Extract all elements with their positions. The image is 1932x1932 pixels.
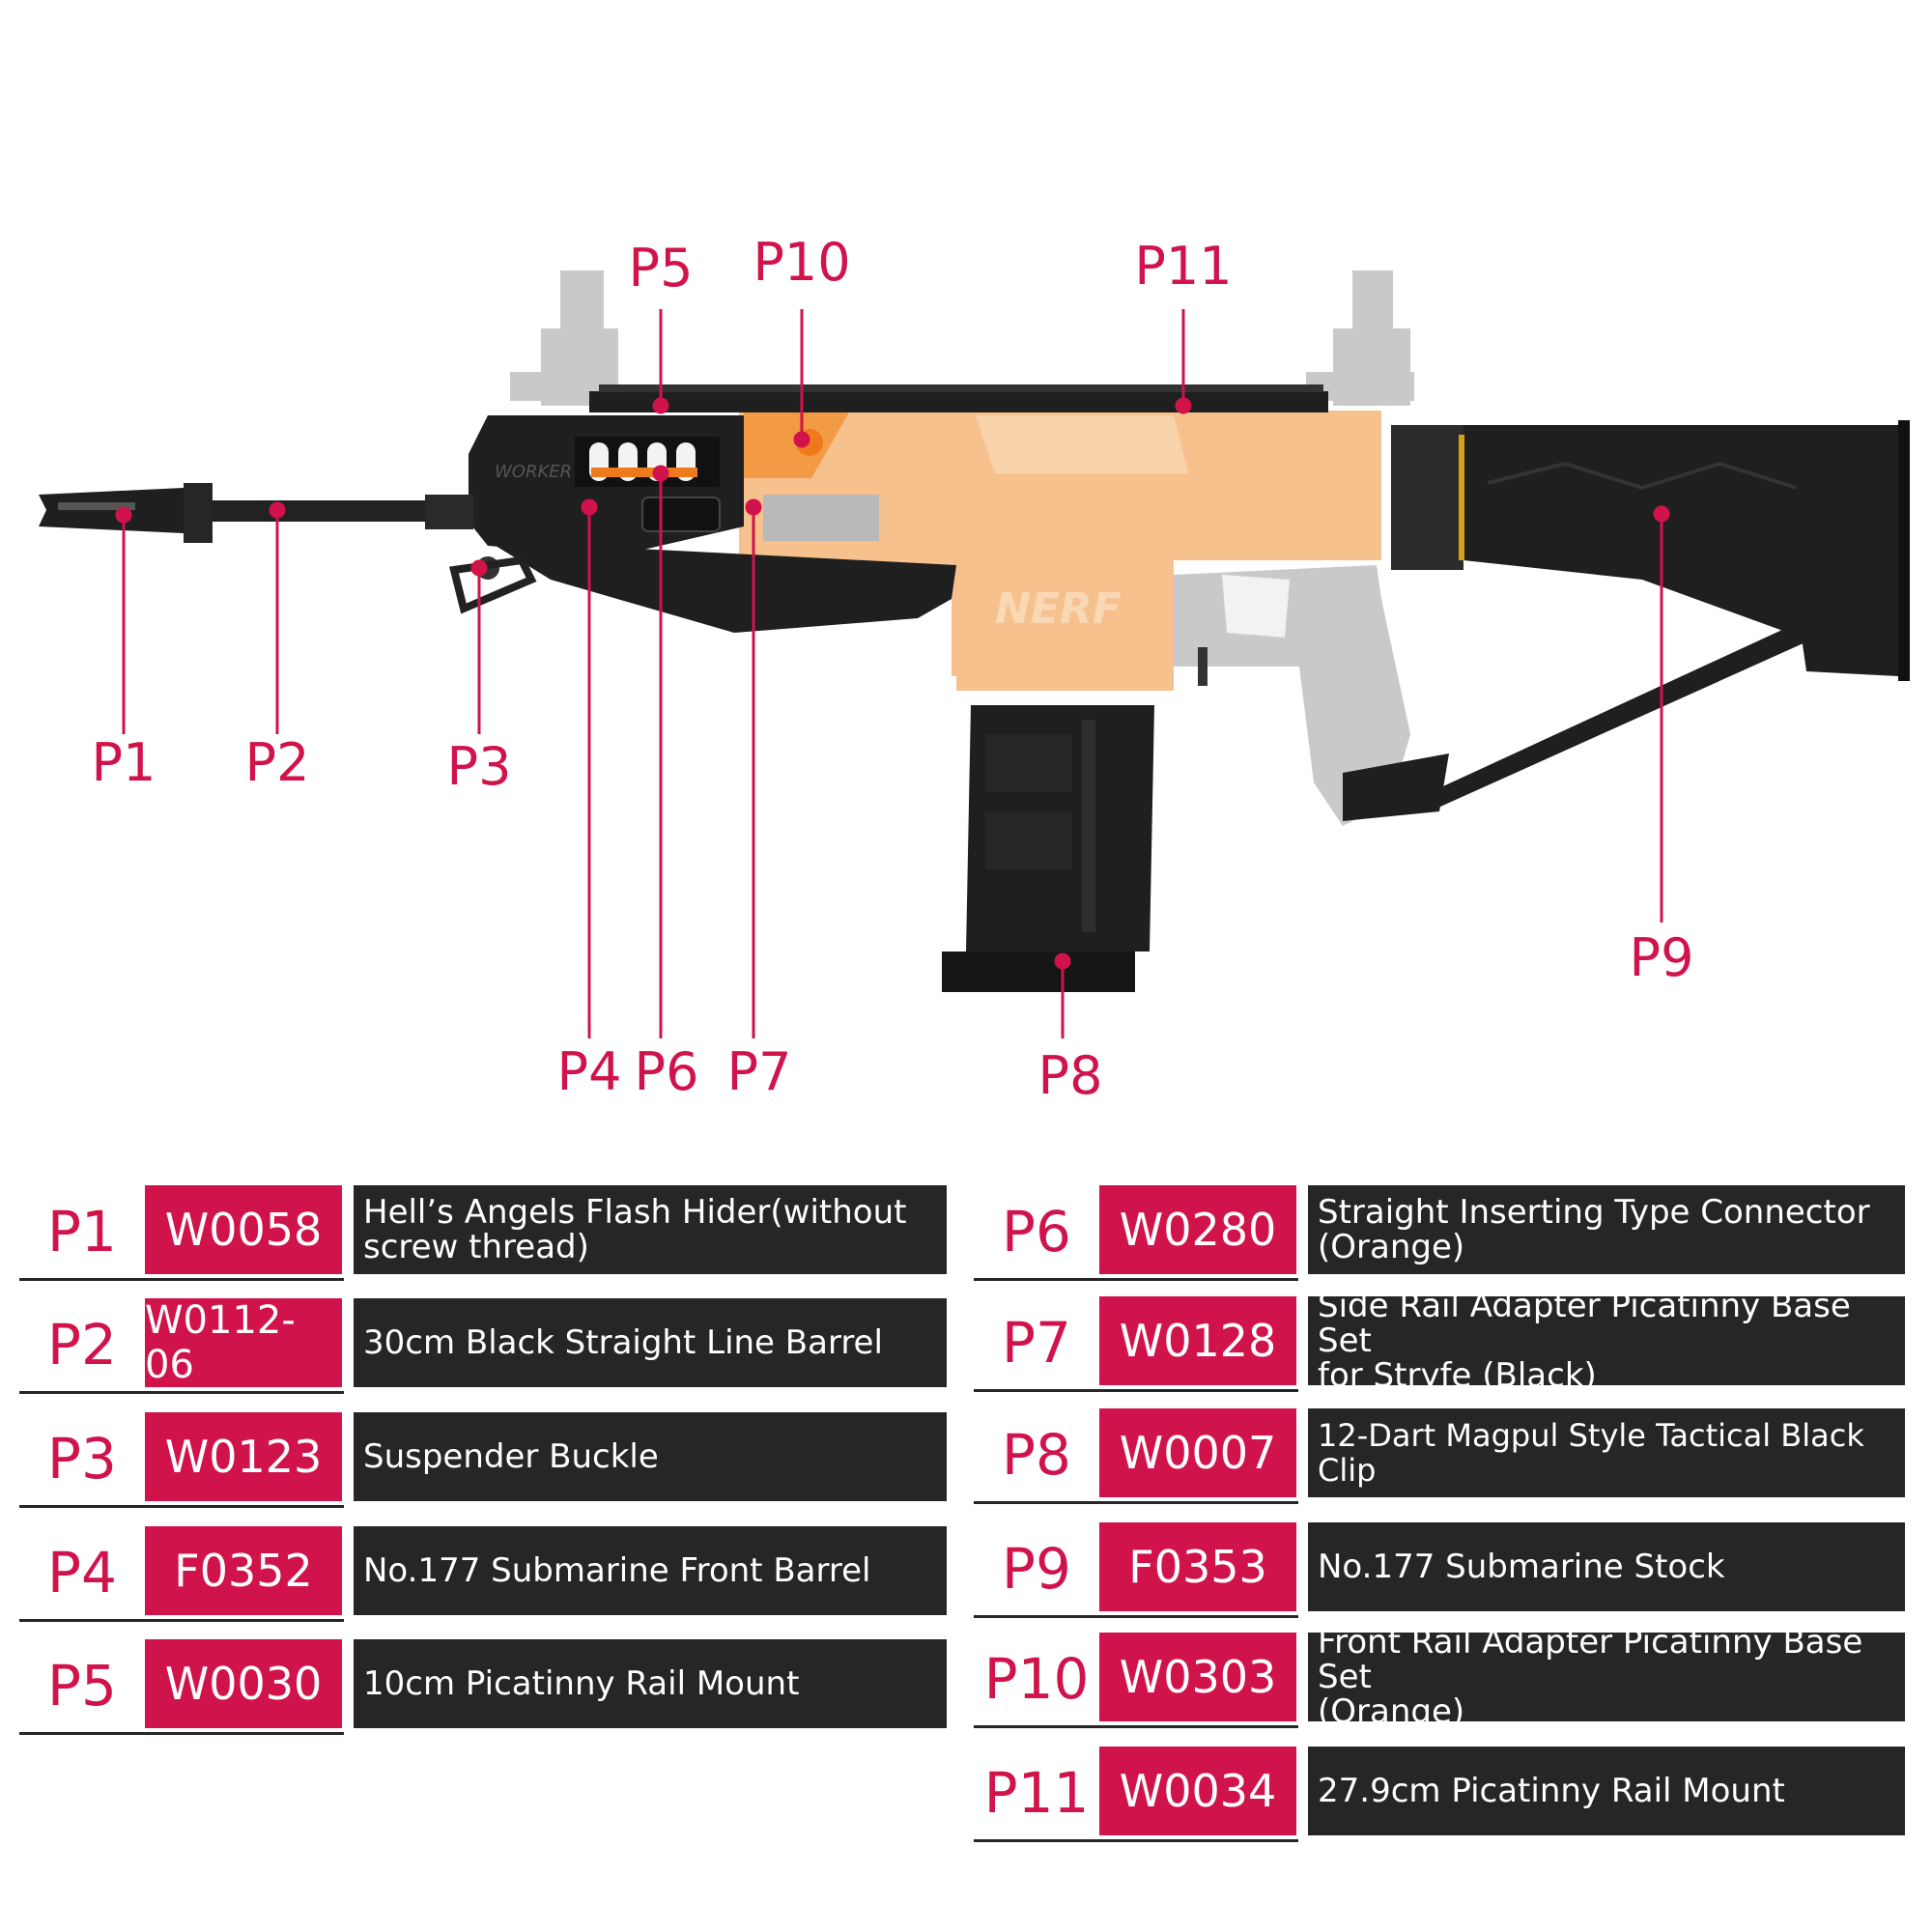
callout-leaders [115, 309, 1670, 1038]
part-id: P4 [47, 1540, 117, 1605]
callout-p1: P1 [92, 732, 156, 793]
row-rule [974, 1615, 1298, 1618]
callout-p5: P5 [629, 238, 694, 298]
row-rule [19, 1391, 344, 1394]
part-id: P6 [1002, 1199, 1071, 1264]
part-code: W0058 [145, 1185, 342, 1274]
callout-p10: P10 [753, 232, 850, 293]
rear-flip-sight [1306, 270, 1414, 406]
receiver-body: NERF [739, 411, 1381, 691]
part-id: P5 [47, 1653, 117, 1719]
part-description: 12-Dart Magpul Style Tactical Black Clip [1308, 1408, 1905, 1497]
part-id: P10 [983, 1646, 1090, 1712]
barrel-collar [425, 495, 473, 529]
barrel [179, 500, 478, 522]
stock [1343, 420, 1910, 821]
part-code: F0353 [1099, 1522, 1296, 1611]
flash-hider [39, 483, 213, 543]
part-code: W0128 [1099, 1296, 1296, 1385]
part-description: Suspender Buckle [354, 1412, 947, 1501]
part-description: 27.9cm Picatinny Rail Mount [1308, 1747, 1905, 1835]
magazine [942, 705, 1154, 992]
callout-p2: P2 [245, 732, 310, 793]
front-barrel-shroud: WORKER [469, 415, 744, 555]
row-rule [19, 1505, 344, 1508]
callout-p8: P8 [1038, 1045, 1103, 1106]
pistol-grip [1174, 565, 1410, 826]
side-rail-block [763, 495, 879, 541]
part-id: P3 [47, 1426, 117, 1492]
brand-logo: NERF [995, 584, 1122, 634]
row-rule [19, 1619, 344, 1622]
callout-p11: P11 [1134, 236, 1232, 297]
part-description: No.177 Submarine Front Barrel [354, 1526, 947, 1615]
callout-p6: P6 [635, 1041, 699, 1102]
part-code: W0112-06 [145, 1298, 342, 1387]
part-code: W0030 [145, 1639, 342, 1728]
part-id: P7 [1002, 1310, 1071, 1376]
part-code: W0280 [1099, 1185, 1296, 1274]
part-id: P9 [1002, 1536, 1071, 1602]
part-code: W0007 [1099, 1408, 1296, 1497]
row-rule [974, 1725, 1298, 1728]
part-id: P1 [47, 1199, 117, 1264]
part-id: P8 [1002, 1422, 1071, 1488]
part-id: P11 [983, 1760, 1090, 1826]
part-code: F0352 [145, 1526, 342, 1615]
row-rule [974, 1389, 1298, 1392]
part-description: No.177 Submarine Stock [1308, 1522, 1905, 1611]
part-description: Straight Inserting Type Connector(Orange… [1308, 1185, 1905, 1274]
row-rule [974, 1278, 1298, 1281]
part-id: P2 [47, 1312, 117, 1378]
row-rule [974, 1839, 1298, 1842]
part-code: W0123 [145, 1412, 342, 1501]
part-description: Front Rail Adapter Picatinny Base Set(Or… [1308, 1625, 1905, 1729]
part-description: 30cm Black Straight Line Barrel [354, 1298, 947, 1387]
top-rail [589, 384, 1328, 412]
row-rule [19, 1278, 344, 1281]
callout-p7: P7 [727, 1041, 792, 1102]
engraving: WORKER [495, 462, 572, 482]
row-rule [19, 1732, 344, 1735]
part-code: W0303 [1099, 1633, 1296, 1721]
blaster-diagram: NERF WORKER [39, 232, 1910, 1106]
row-rule [974, 1501, 1298, 1504]
callout-p4: P4 [557, 1041, 622, 1102]
callout-p3: P3 [447, 736, 512, 797]
callout-p9: P9 [1630, 927, 1694, 988]
lower-handguard [488, 541, 956, 633]
part-code: W0034 [1099, 1747, 1296, 1835]
suspender-buckle [449, 555, 537, 614]
part-description: 10cm Picatinny Rail Mount [354, 1639, 947, 1728]
